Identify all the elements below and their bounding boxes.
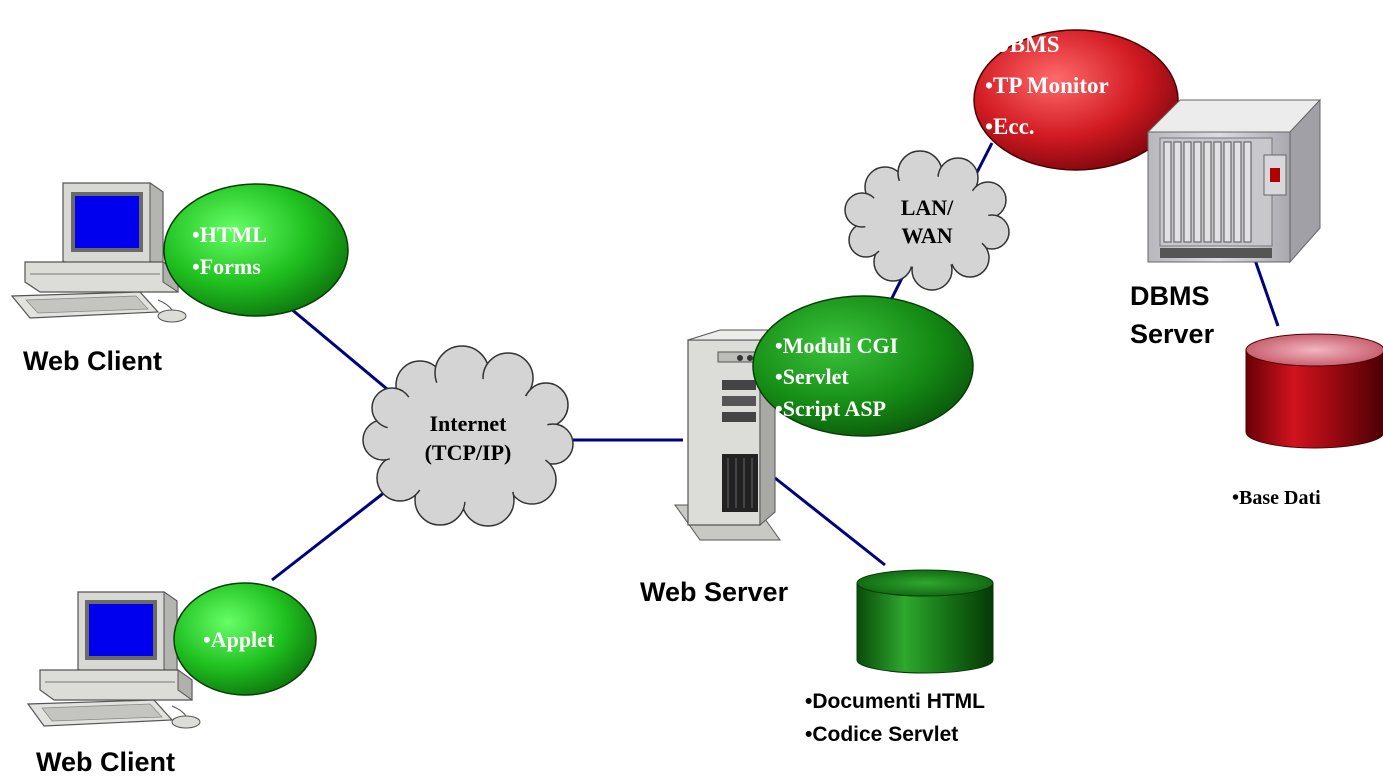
docs-line-2: •Codice Servlet	[805, 723, 958, 746]
bubble-line-dbms: •DBMS	[985, 32, 1060, 57]
base-dati-label: •Base Dati	[1232, 487, 1321, 509]
bubble-line-tp-monitor: •TP Monitor	[985, 73, 1109, 98]
client-bubble: •Applet	[173, 582, 317, 696]
bubble-line-cgi: •Moduli CGI	[775, 333, 898, 358]
web-server: •Moduli CGI •Servlet •Script ASP Web Ser…	[640, 295, 974, 607]
bubble-line-applet: •Applet	[203, 627, 275, 652]
lan-line-2: WAN	[901, 223, 952, 248]
lan-line-1: LAN/	[901, 195, 954, 220]
dbms-server: DBMS Server	[1130, 98, 1322, 349]
cloud-icon	[362, 345, 574, 527]
computer-icon	[10, 182, 187, 323]
web-server-label: Web Server	[640, 577, 789, 607]
link-client2-internet	[271, 490, 386, 582]
bubble-line-html: •HTML	[192, 222, 267, 247]
internet-line-1: Internet	[430, 411, 508, 436]
computer-icon	[26, 591, 201, 729]
dbms-server-label-2: Server	[1130, 319, 1215, 349]
server-tower-icon	[674, 329, 781, 541]
lan-wan-cloud: LAN/ WAN	[844, 150, 1010, 291]
web-client-bottom: •Applet Web Client	[26, 582, 317, 777]
bubble-line-forms: •Forms	[192, 254, 261, 279]
web-client-top: •HTML •Forms Web Client	[10, 182, 349, 376]
link-client1-internet	[289, 306, 394, 396]
bubble-line-asp: •Script ASP	[775, 396, 886, 421]
server-rack-icon	[1146, 98, 1322, 264]
internet-cloud: Internet (TCP/IP)	[362, 345, 574, 527]
database-cylinder-icon	[856, 569, 994, 674]
link-dbms-db	[1253, 259, 1280, 327]
internet-line-2: (TCP/IP)	[425, 440, 512, 465]
docs-line-1: •Documenti HTML	[805, 690, 985, 713]
link-webserver-docs	[774, 476, 886, 567]
web-client-label: Web Client	[23, 346, 162, 376]
database-cylinder-icon	[1245, 333, 1383, 449]
server-bubble: •Moduli CGI •Servlet •Script ASP	[752, 295, 974, 437]
client-bubble: •HTML •Forms	[163, 183, 349, 317]
base-dati-db: •Base Dati	[1232, 333, 1383, 509]
cloud-icon	[844, 150, 1010, 291]
bubble-line-ecc: •Ecc.	[985, 114, 1035, 139]
dbms-server-label-1: DBMS	[1130, 281, 1210, 311]
web-documents-db: •Documenti HTML •Codice Servlet	[805, 569, 994, 746]
dbms-bubble: •DBMS •TP Monitor •Ecc.	[973, 29, 1179, 171]
bubble-line-servlet: •Servlet	[775, 364, 849, 389]
web-client-label: Web Client	[36, 747, 175, 777]
